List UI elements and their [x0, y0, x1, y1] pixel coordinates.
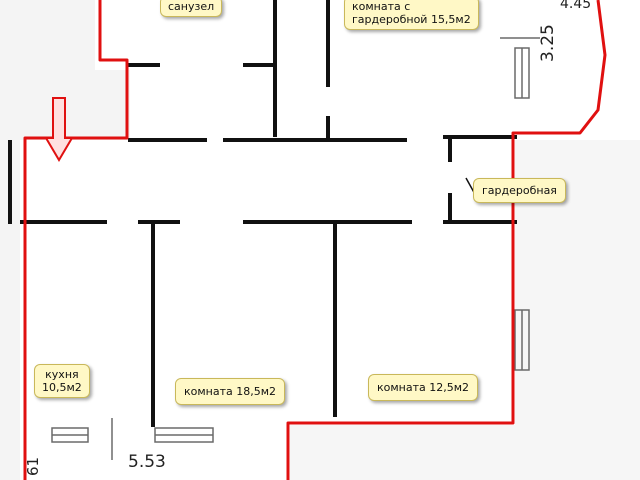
windows: [51, 37, 540, 460]
label-kitchen: кухня 10,5м2: [34, 364, 90, 398]
label-bathroom-line: санузел: [168, 0, 215, 13]
walls: [8, 0, 517, 427]
label-bathroom: санузел: [160, 0, 223, 17]
dimension-bottom-left: 61: [24, 456, 42, 476]
dimension-top-right: 4.45: [560, 0, 592, 10]
dimension-bottom: 5.53: [128, 452, 166, 472]
label-wardrobe-line: гардеробная: [482, 184, 557, 197]
label-room-185-line: комната 18,5м2: [184, 385, 277, 398]
dimension-right: 3.25: [538, 24, 558, 62]
label-room-185: комната 18,5м2: [175, 378, 286, 405]
label-room-125-line: комната 12,5м2: [377, 381, 470, 394]
label-kitchen-line2: 10,5м2: [42, 381, 82, 394]
label-room-125: комната 12,5м2: [368, 374, 479, 401]
apartment-outline: [23, 0, 607, 480]
label-kitchen-line1: кухня: [45, 368, 79, 381]
label-wardrobe: гардеробная: [473, 178, 566, 203]
label-room-wardrobe: комната с гардеробной 15,5м2: [344, 0, 479, 30]
entrance-arrow-icon: [44, 97, 74, 162]
label-room-wardrobe-line2: гардеробной 15,5м2: [352, 13, 471, 26]
label-room-wardrobe-line1: комната с: [352, 0, 411, 13]
